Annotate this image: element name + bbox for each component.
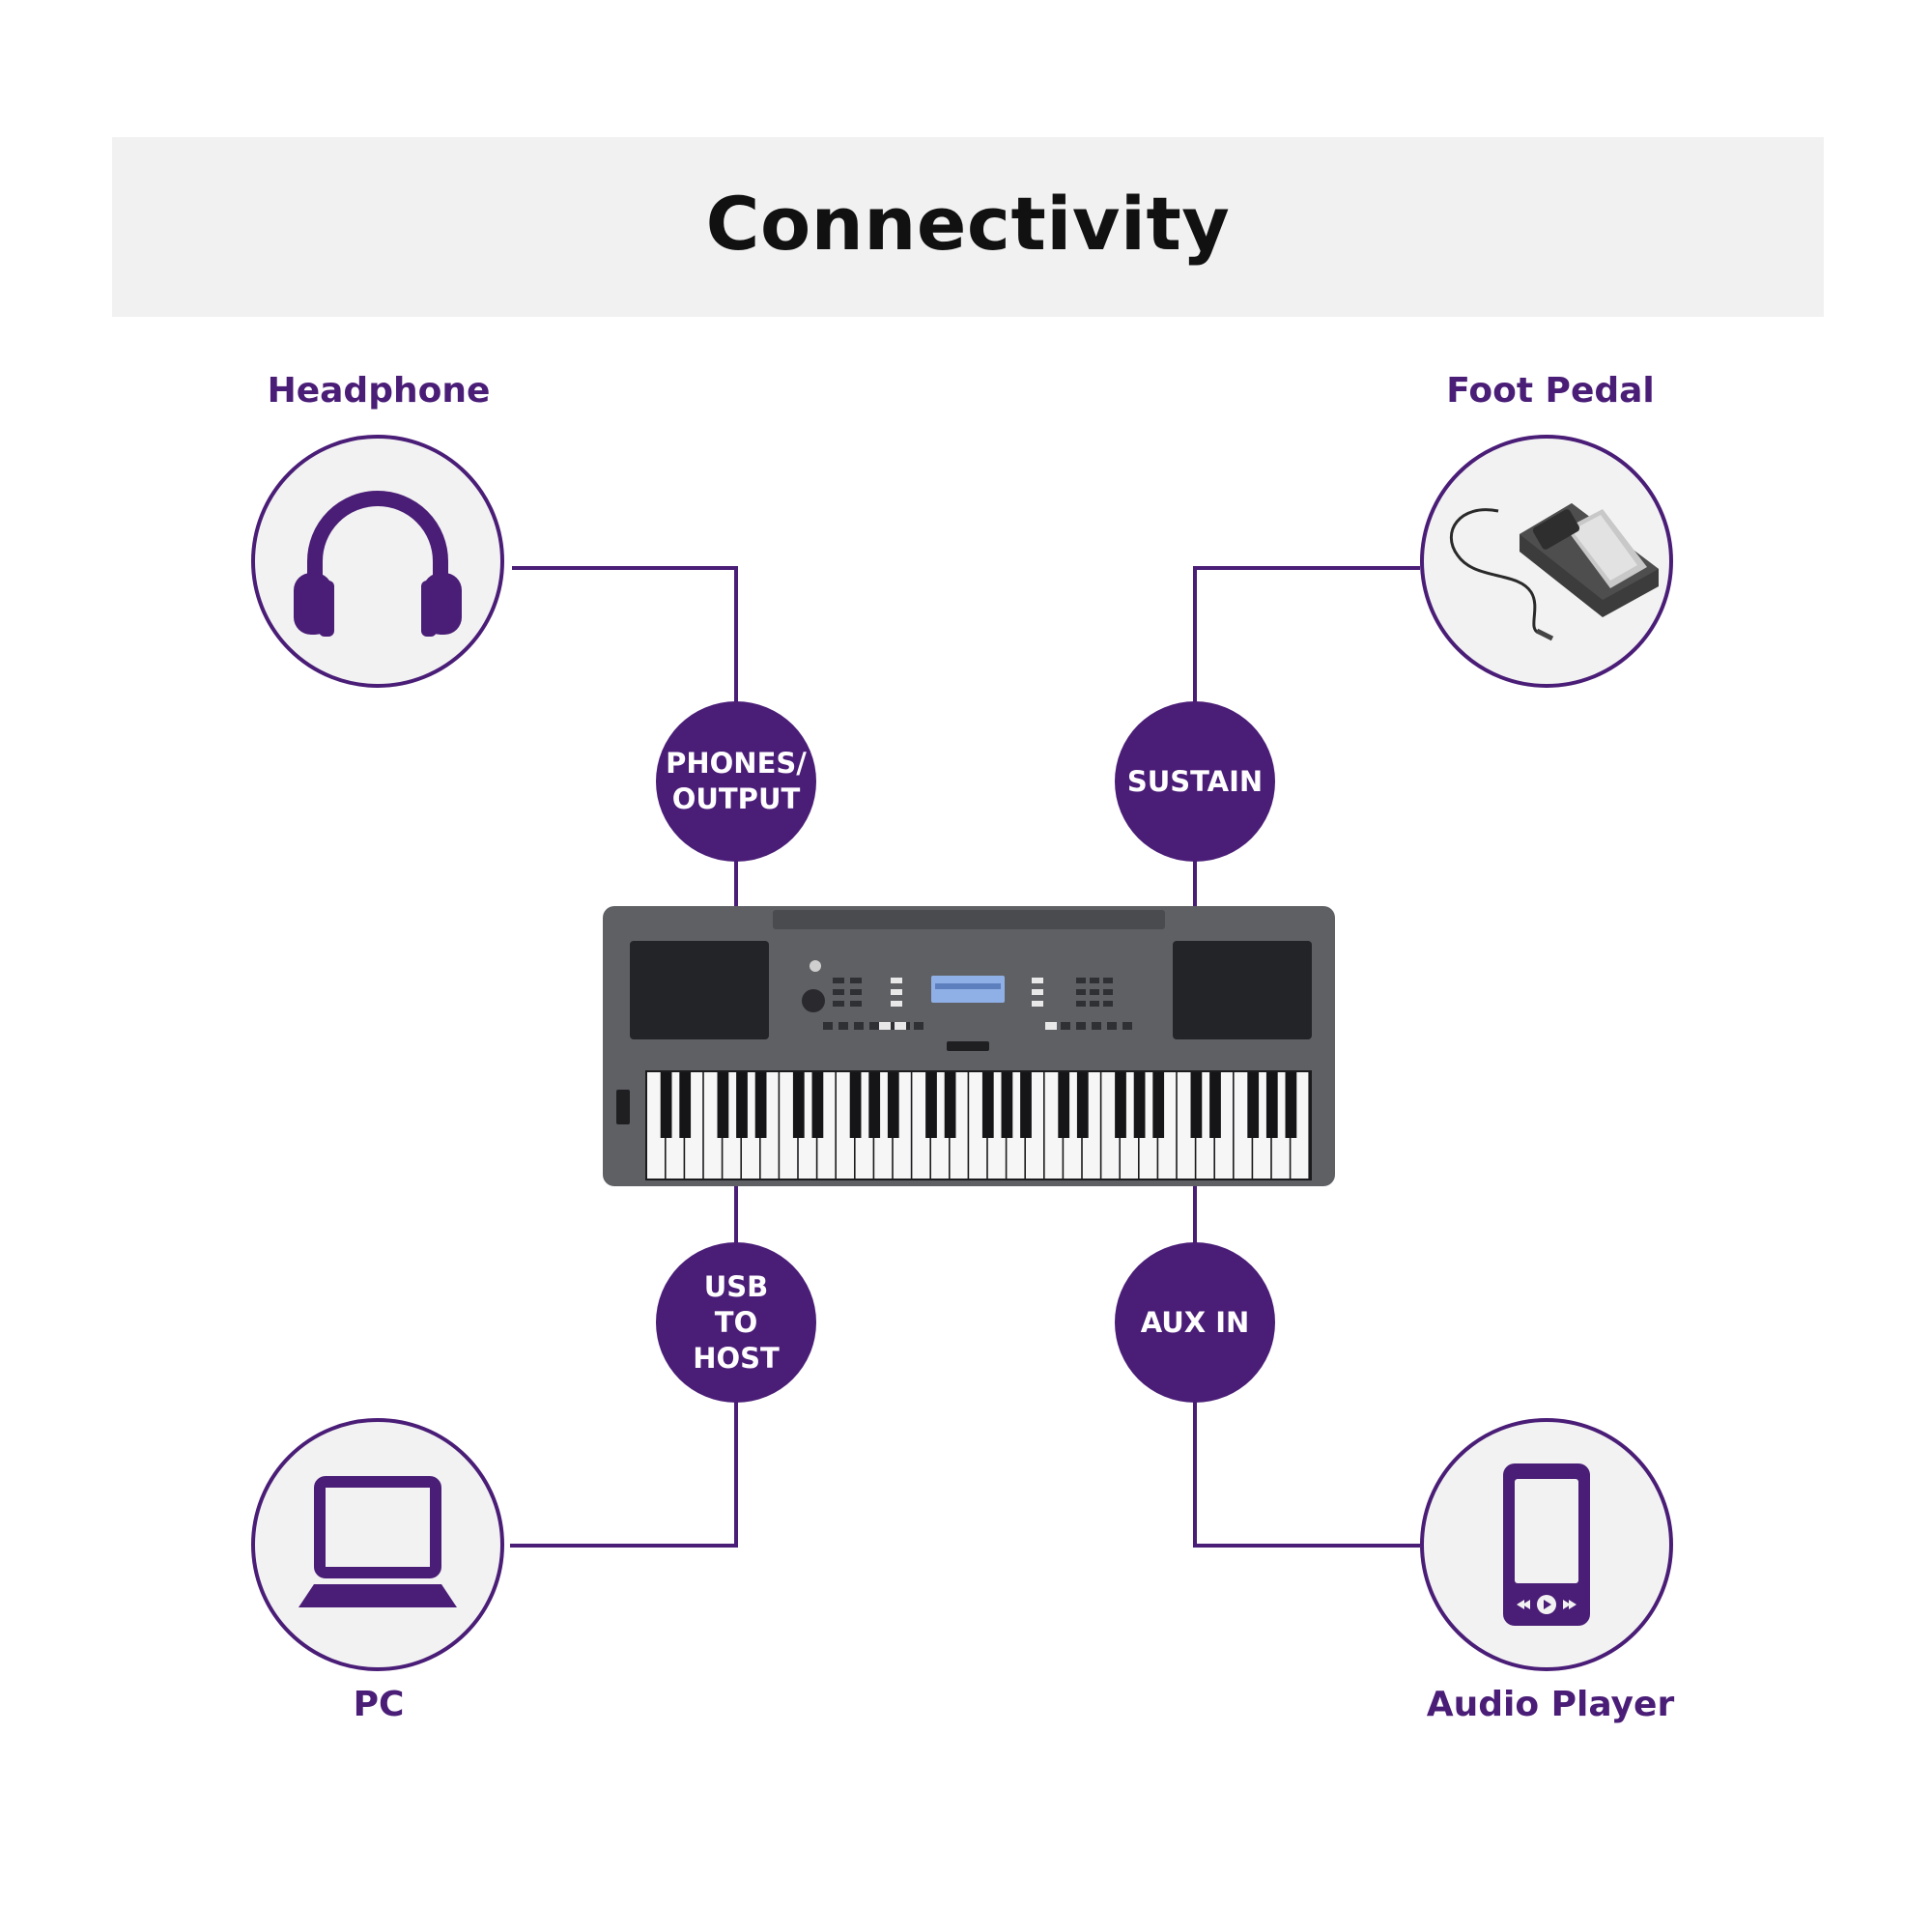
black-key (1058, 1072, 1070, 1138)
black-key (1265, 1072, 1278, 1138)
black-key (792, 1072, 805, 1138)
page-title: Connectivity (705, 180, 1231, 267)
white-key (912, 1072, 930, 1179)
white-key (1177, 1072, 1195, 1179)
black-key (1115, 1072, 1126, 1138)
white-key (647, 1072, 665, 1179)
headphone-label: Headphone (267, 371, 491, 411)
black-key (1020, 1072, 1032, 1138)
foot-pedal-label: Foot Pedal (1446, 371, 1655, 411)
black-key (887, 1072, 899, 1138)
black-key (1209, 1072, 1221, 1138)
line-usb-to-pc (510, 1399, 738, 1548)
port-usb-to-host: USB TO HOST (656, 1242, 816, 1403)
headphone-circle (251, 435, 504, 688)
keyboard-image (603, 906, 1335, 1186)
white-key (837, 1072, 854, 1179)
port-usb-to-host-label: USB TO HOST (693, 1269, 780, 1375)
audio-player-circle (1420, 1418, 1673, 1671)
black-key (1133, 1072, 1146, 1138)
port-phones-output: PHONES/ OUTPUT (656, 701, 816, 862)
laptop-icon (298, 1476, 457, 1607)
white-key (1044, 1072, 1063, 1179)
black-key (944, 1072, 956, 1138)
black-key (717, 1072, 729, 1138)
black-key (1001, 1072, 1013, 1138)
black-key (1076, 1072, 1089, 1138)
foot-pedal-icon (1449, 503, 1659, 641)
black-key (1285, 1072, 1297, 1138)
line-aux-to-player (1193, 1399, 1420, 1548)
port-aux-in-label: AUX IN (1140, 1305, 1250, 1339)
black-key (868, 1072, 881, 1138)
line-pedal-to-sustain (1193, 566, 1420, 705)
port-phones-output-label: PHONES/ OUTPUT (666, 747, 807, 815)
headphones-icon (294, 491, 462, 637)
black-key (679, 1072, 692, 1138)
white-key (780, 1072, 798, 1179)
black-key (736, 1072, 748, 1138)
media-player-icon (1503, 1463, 1590, 1626)
white-key (1101, 1072, 1120, 1179)
black-key (925, 1072, 937, 1138)
port-sustain-label: SUSTAIN (1126, 764, 1264, 798)
white-key (703, 1072, 722, 1179)
black-key (811, 1072, 824, 1138)
black-key (1190, 1072, 1203, 1138)
keyboard-keys (647, 1072, 1309, 1179)
white-key (969, 1072, 987, 1179)
black-key (849, 1072, 862, 1138)
line-headphone-to-phones (512, 566, 738, 705)
pc-circle (251, 1418, 504, 1671)
foot-pedal-circle (1420, 435, 1673, 688)
black-key (754, 1072, 767, 1138)
port-sustain: SUSTAIN (1115, 701, 1275, 862)
white-key (1234, 1072, 1252, 1179)
black-key (1152, 1072, 1165, 1138)
header-banner: Connectivity (112, 137, 1824, 317)
audio-player-label: Audio Player (1426, 1685, 1675, 1724)
black-key (1247, 1072, 1260, 1138)
port-aux-in: AUX IN (1115, 1242, 1275, 1403)
black-key (660, 1072, 672, 1138)
black-key (981, 1072, 994, 1138)
pc-label: PC (353, 1685, 405, 1724)
